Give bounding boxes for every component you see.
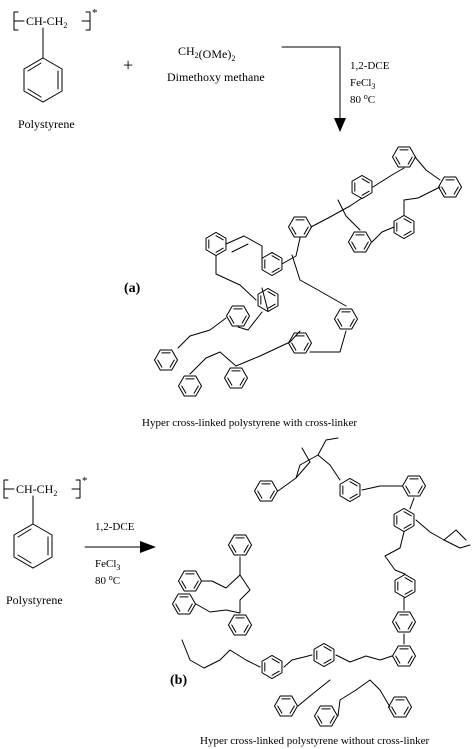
product-caption-b: Hyper cross-linked polystyrene without c… — [200, 735, 429, 747]
condition-solvent-a: 1,2-DCE — [350, 60, 390, 72]
condition-catalyst-b: FeCl3 — [95, 558, 120, 572]
product-caption-a: Hyper cross-linked polystyrene with cros… — [142, 417, 357, 429]
panel-label-b: (b) — [170, 673, 187, 688]
condition-temperature-b: 80 oC — [95, 573, 120, 587]
cross-linker-formula: CH2(OMe)2 — [178, 44, 235, 63]
crosslinked-network-without-linker — [171, 437, 471, 727]
polystyrene-structure-b: CH-CH2 * Polystyrene — [3, 475, 88, 607]
panel-a: CH-CH2 * Polystyrene + CH2(OMe)2 Dimetho… — [13, 7, 463, 429]
condition-solvent-b: 1,2-DCE — [95, 521, 135, 533]
reaction-arrow-b — [84, 541, 156, 553]
repeat-unit-text-a: CH-CH2 — [26, 14, 67, 30]
polystyrene-label-a: Polystyrene — [18, 117, 75, 131]
end-mark-a: * — [92, 7, 98, 19]
reaction-arrow-a — [281, 46, 346, 132]
panel-b: CH-CH2 * Polystyrene 1,2-DCE FeCl3 80 oC… — [3, 437, 471, 747]
panel-label-a: (a) — [124, 281, 141, 296]
crosslinked-network-with-linker — [153, 146, 463, 397]
polystyrene-label-b: Polystyrene — [6, 593, 63, 607]
condition-temperature-a: 80 oC — [350, 92, 375, 106]
condition-catalyst-a: FeCl3 — [350, 77, 375, 91]
polystyrene-structure-a: CH-CH2 * Polystyrene — [13, 7, 98, 131]
plus-sign: + — [123, 55, 133, 75]
end-mark-b: * — [82, 475, 88, 487]
cross-linker-name: Dimethoxy methane — [167, 70, 265, 84]
repeat-unit-text-b: CH-CH2 — [16, 482, 57, 498]
